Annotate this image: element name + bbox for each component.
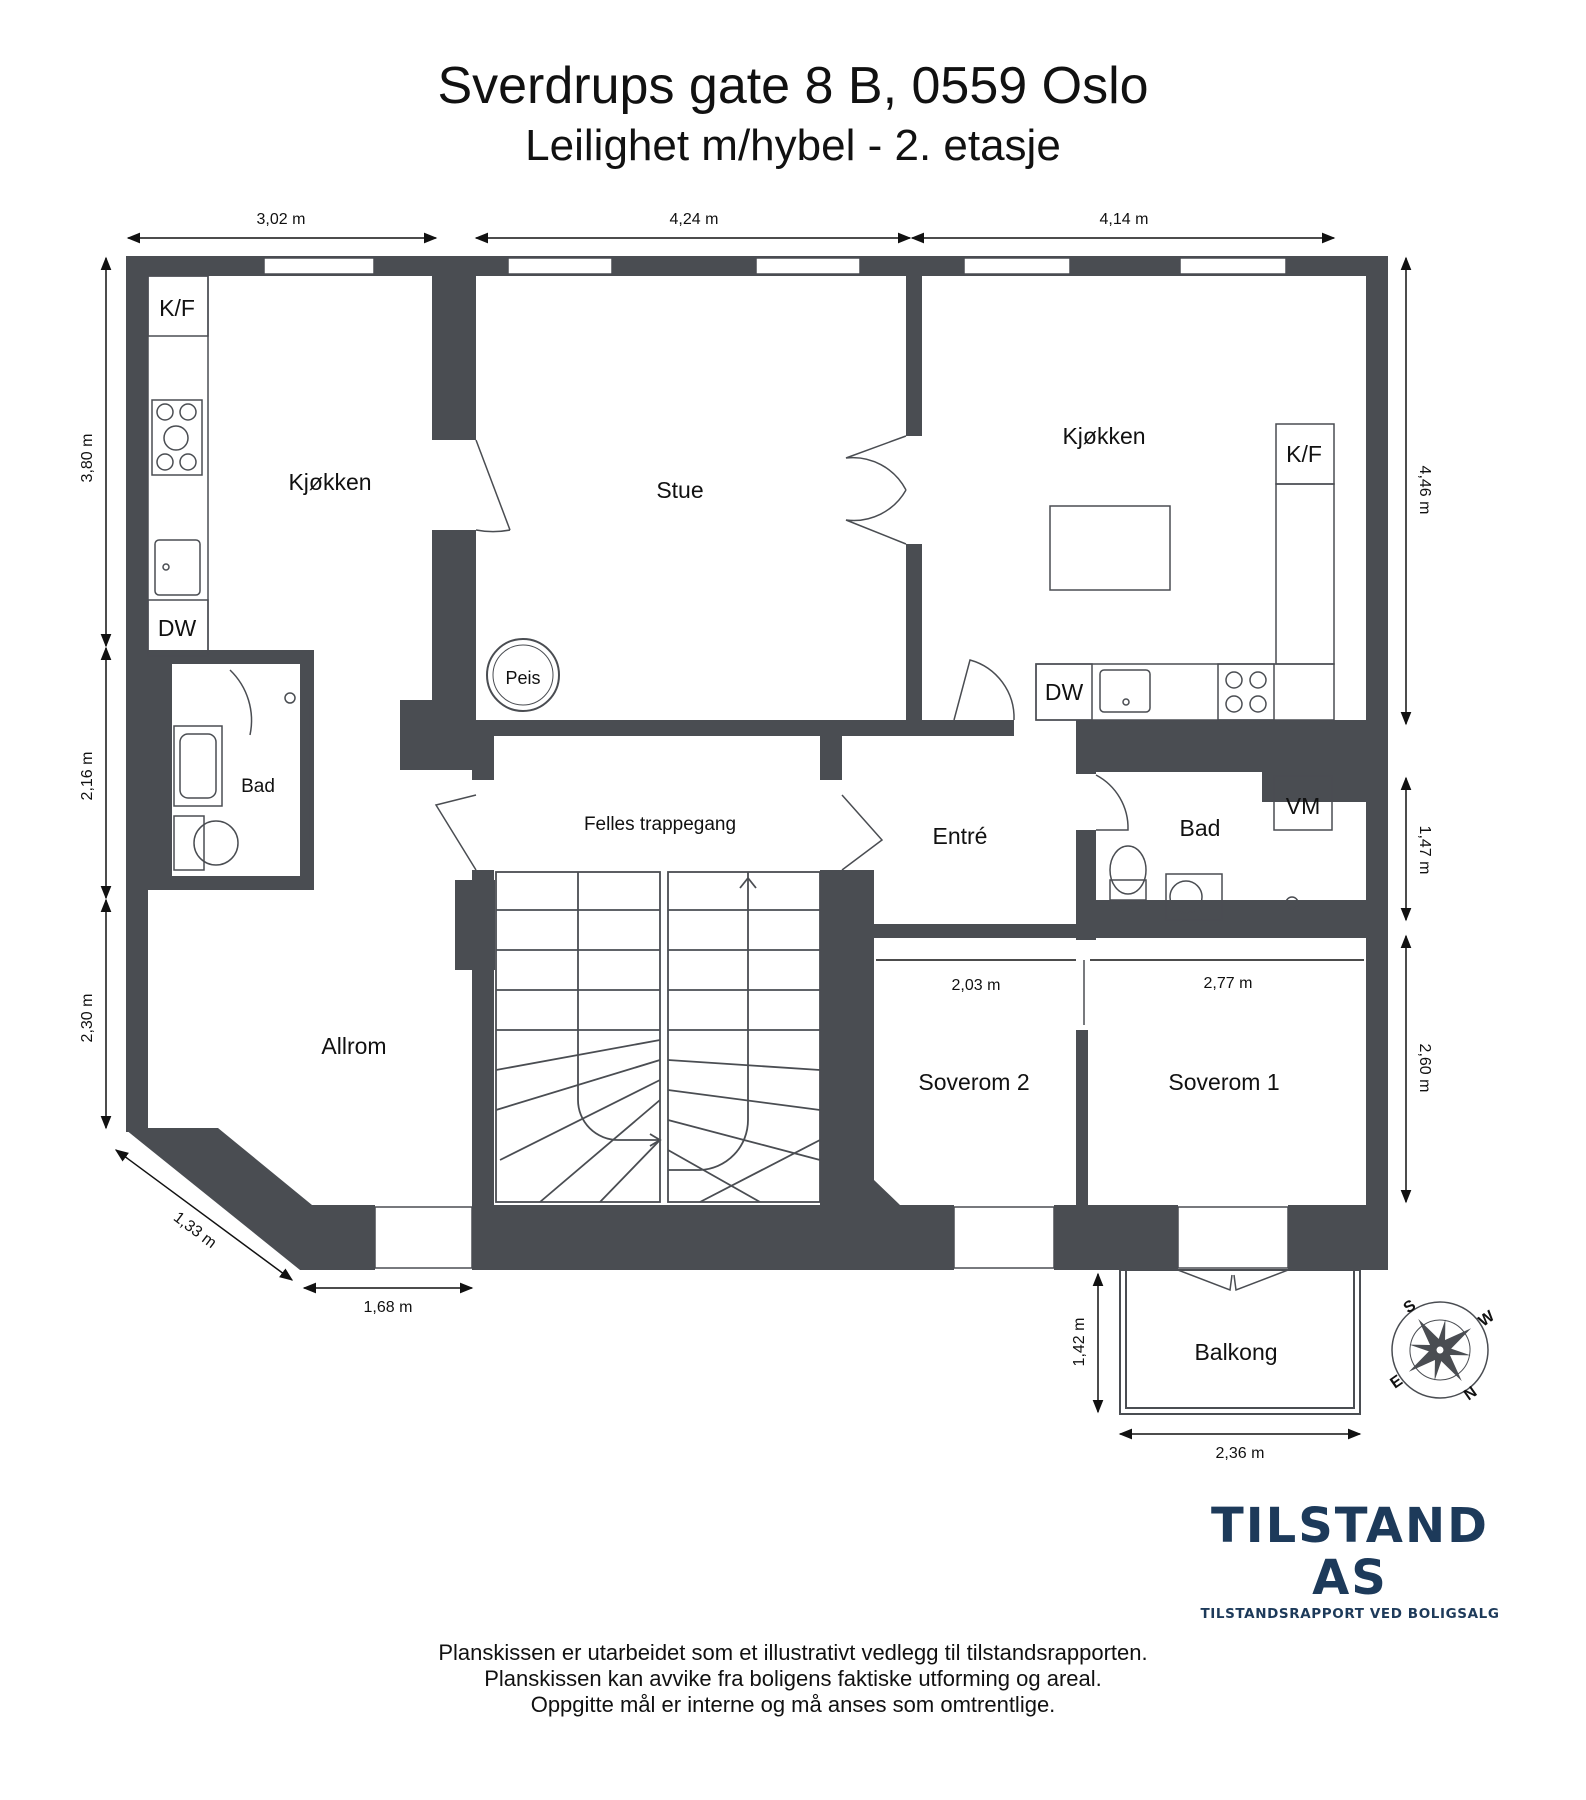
dim-left-3: 2,30 m: [79, 994, 96, 1043]
room-label-stue: Stue: [656, 477, 703, 503]
dim-left-2: 2,16 m: [79, 752, 96, 801]
dim-left-1: 3,80 m: [79, 434, 96, 483]
walls: [126, 256, 1388, 1270]
disclaimer-line-3: Oppgitte mål er interne og må anses som …: [530, 1692, 1056, 1717]
room-label-kjokken-right: Kjøkken: [1062, 423, 1145, 449]
sink-right: [1099, 669, 1151, 713]
balcony: [1119, 1269, 1361, 1415]
dim-right-2: 1,47 m: [1416, 826, 1433, 875]
company-logo: TILSTAND AS TILSTANDSRAPPORT VED BOLIGSA…: [1180, 1500, 1520, 1622]
shower-head-icon: [284, 692, 296, 704]
dim-balkong-width: 2,36 m: [1216, 1445, 1265, 1462]
fixture-label-kf-right: K/F: [1286, 441, 1322, 467]
dishwasher-right: [1035, 663, 1093, 721]
fireplace: [486, 638, 560, 712]
washing-machine: [1273, 775, 1333, 831]
plan-title: Sverdrups gate 8 B, 0559 Oslo: [437, 57, 1149, 115]
dim-soverom2-width: 2,03 m: [952, 977, 1001, 994]
room-label-entre: Entré: [933, 823, 988, 849]
stairs: [495, 871, 821, 1203]
compass-n: N: [1461, 1384, 1480, 1405]
sink-bad-right: [1165, 873, 1223, 921]
room-label-felles-trappegang: Felles trappegang: [584, 814, 736, 835]
fixture-label-vm: VM: [1286, 793, 1321, 819]
disclaimer: Planskissen er utarbeidet som et illustr…: [0, 1640, 1586, 1718]
counter-right: [1275, 483, 1335, 665]
kitchen-island: [1049, 505, 1171, 591]
dim-top-right: 4,14 m: [1100, 211, 1149, 228]
dishwasher-left: [147, 599, 209, 657]
dim-bottom-left: 1,68 m: [364, 1299, 413, 1316]
disclaimer-line-2: Planskissen kan avvike fra boligens fakt…: [484, 1666, 1102, 1691]
logo-tagline: TILSTANDSRAPPORT VED BOLIGSALG: [1200, 1606, 1500, 1622]
plan-subtitle: Leilighet m/hybel - 2. etasje: [525, 121, 1061, 170]
fixture-label-dw-left: DW: [158, 615, 197, 641]
dim-top-mid: 4,24 m: [670, 211, 719, 228]
room-label-soverom1: Soverom 1: [1168, 1069, 1279, 1095]
disclaimer-line-1: Planskissen er utarbeidet som et illustr…: [438, 1640, 1148, 1665]
dimension-lines: [100, 232, 1412, 1440]
fixture-label-peis: Peis: [505, 668, 540, 688]
stove-left: [151, 399, 203, 476]
room-label-balkong: Balkong: [1194, 1339, 1277, 1365]
sink-left: [154, 539, 201, 596]
room-label-soverom2: Soverom 2: [918, 1069, 1029, 1095]
dim-right-1: 4,46 m: [1416, 466, 1433, 515]
room-label-kjokken-left: Kjøkken: [288, 469, 371, 495]
dim-balkong-height: 1,42 m: [1071, 1318, 1088, 1367]
toilet-right: [1109, 845, 1147, 895]
windows: [263, 257, 1289, 1269]
toilet-left: [193, 820, 239, 866]
compass-s: S: [1401, 1297, 1420, 1317]
counter-left: [147, 275, 209, 657]
compass-icon: N S E W: [1387, 1297, 1499, 1405]
bathtub-left: [173, 725, 223, 807]
drain-icon: [1285, 896, 1299, 910]
logo-name: TILSTAND AS: [1211, 1498, 1489, 1606]
toilet-tank-left: [173, 815, 205, 871]
room-label-allrom: Allrom: [321, 1033, 386, 1059]
dim-right-3: 2,60 m: [1416, 1044, 1433, 1093]
fixture-label-kf-left: K/F: [159, 295, 195, 321]
dim-soverom1-width: 2,77 m: [1204, 975, 1253, 992]
compass-w: W: [1476, 1307, 1499, 1330]
fridge-left: [147, 275, 209, 337]
doors: [229, 435, 1289, 1292]
dim-top-left: 3,02 m: [257, 211, 306, 228]
fixture-label-dw-right: DW: [1045, 679, 1084, 705]
stove-right: [1217, 663, 1275, 721]
room-label-bad-right: Bad: [1180, 815, 1221, 841]
dim-diag: 1,33 m: [170, 1209, 219, 1252]
room-label-bad-left: Bad: [241, 776, 275, 797]
